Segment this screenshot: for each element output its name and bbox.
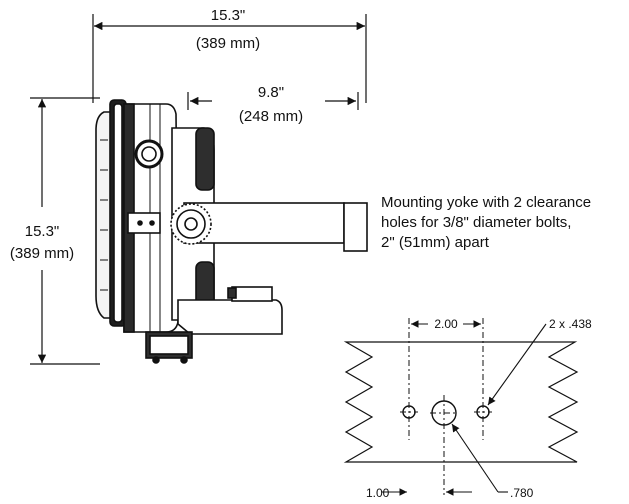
clearance-hole-label: 2 x .438 bbox=[549, 317, 592, 331]
yoke-note-line-3: 2" (51mm) apart bbox=[381, 234, 489, 251]
overall-height-inches: 15.3" bbox=[25, 223, 60, 240]
yoke-note-line-1: Mounting yoke with 2 clearance bbox=[381, 194, 592, 211]
hole-spacing-label: 2.00 bbox=[434, 317, 458, 331]
fixture-side-view bbox=[95, 99, 283, 364]
yoke-depth-inches: 9.8" bbox=[258, 84, 284, 101]
mounting-yoke bbox=[170, 202, 368, 252]
overall-height-mm: (389 mm) bbox=[10, 245, 74, 262]
overall-width-mm: (389 mm) bbox=[196, 35, 260, 52]
center-hole-label: .780 bbox=[510, 486, 534, 500]
overall-height-dimension bbox=[30, 97, 100, 365]
yoke-note-line-2: holes for 3/8" diameter bolts, bbox=[381, 214, 572, 231]
clearance-hole-leader bbox=[487, 323, 547, 406]
yoke-depth-mm: (248 mm) bbox=[239, 108, 303, 125]
yoke-callout-note: Mounting yoke with 2 clearance holes for… bbox=[381, 193, 621, 253]
yoke-detail-outline bbox=[343, 341, 579, 463]
yoke-depth-dimension bbox=[187, 92, 359, 110]
overall-width-inches: 15.3" bbox=[211, 7, 246, 24]
center-hole-leader bbox=[451, 423, 508, 493]
overall-width-dimension bbox=[92, 14, 367, 103]
hole-centerlines bbox=[400, 318, 492, 495]
offset-label: 1.00 bbox=[366, 486, 390, 500]
